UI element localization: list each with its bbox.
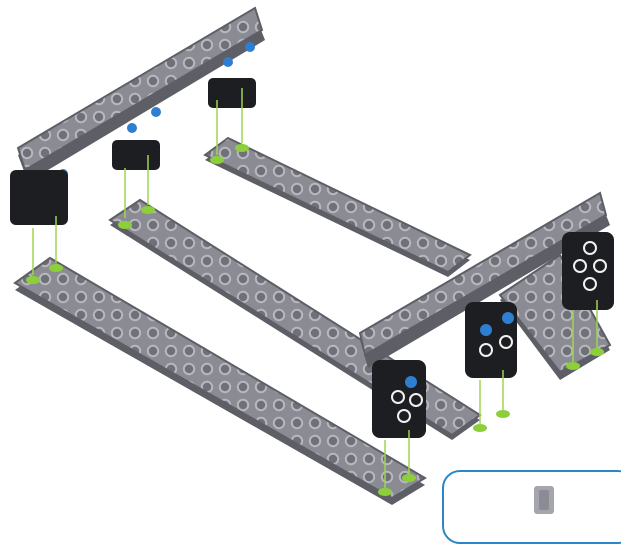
detail-callout — [442, 470, 621, 544]
beam-lower-back — [205, 138, 470, 277]
beam-icon — [444, 472, 621, 542]
beam-lower-middle — [110, 200, 510, 440]
assembly-diagram — [0, 0, 621, 520]
